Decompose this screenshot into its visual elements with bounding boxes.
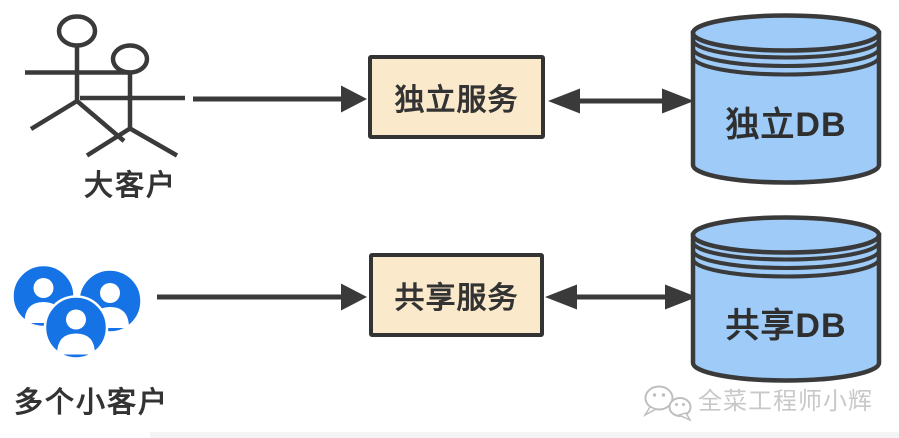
big-customer-label: 大客户 [84,170,178,202]
double-arrow-icon [548,88,694,114]
database-cylinder-icon [690,215,882,383]
double-arrow-icon [545,284,697,310]
wechat-icon [642,385,692,422]
arrow-right-icon [193,85,367,113]
watermark-text: 全菜工程师小辉 [698,388,873,415]
independent-service-box: 独立服务 [368,55,545,139]
arrow-right-icon [157,283,367,311]
small-customers-label: 多个小客户 [14,387,170,419]
independent-db-label: 独立DB [725,106,847,144]
shared-service-label: 共享服务 [394,282,519,315]
database-cylinder-icon [690,13,882,185]
independent-service-label: 独立服务 [394,84,519,117]
users-group-icon [11,263,143,360]
actor-stick-figures-icon [25,14,185,158]
shared-service-box: 共享服务 [369,253,544,337]
shared-db-label: 共享DB [725,307,847,345]
bottom-divider [150,432,899,438]
